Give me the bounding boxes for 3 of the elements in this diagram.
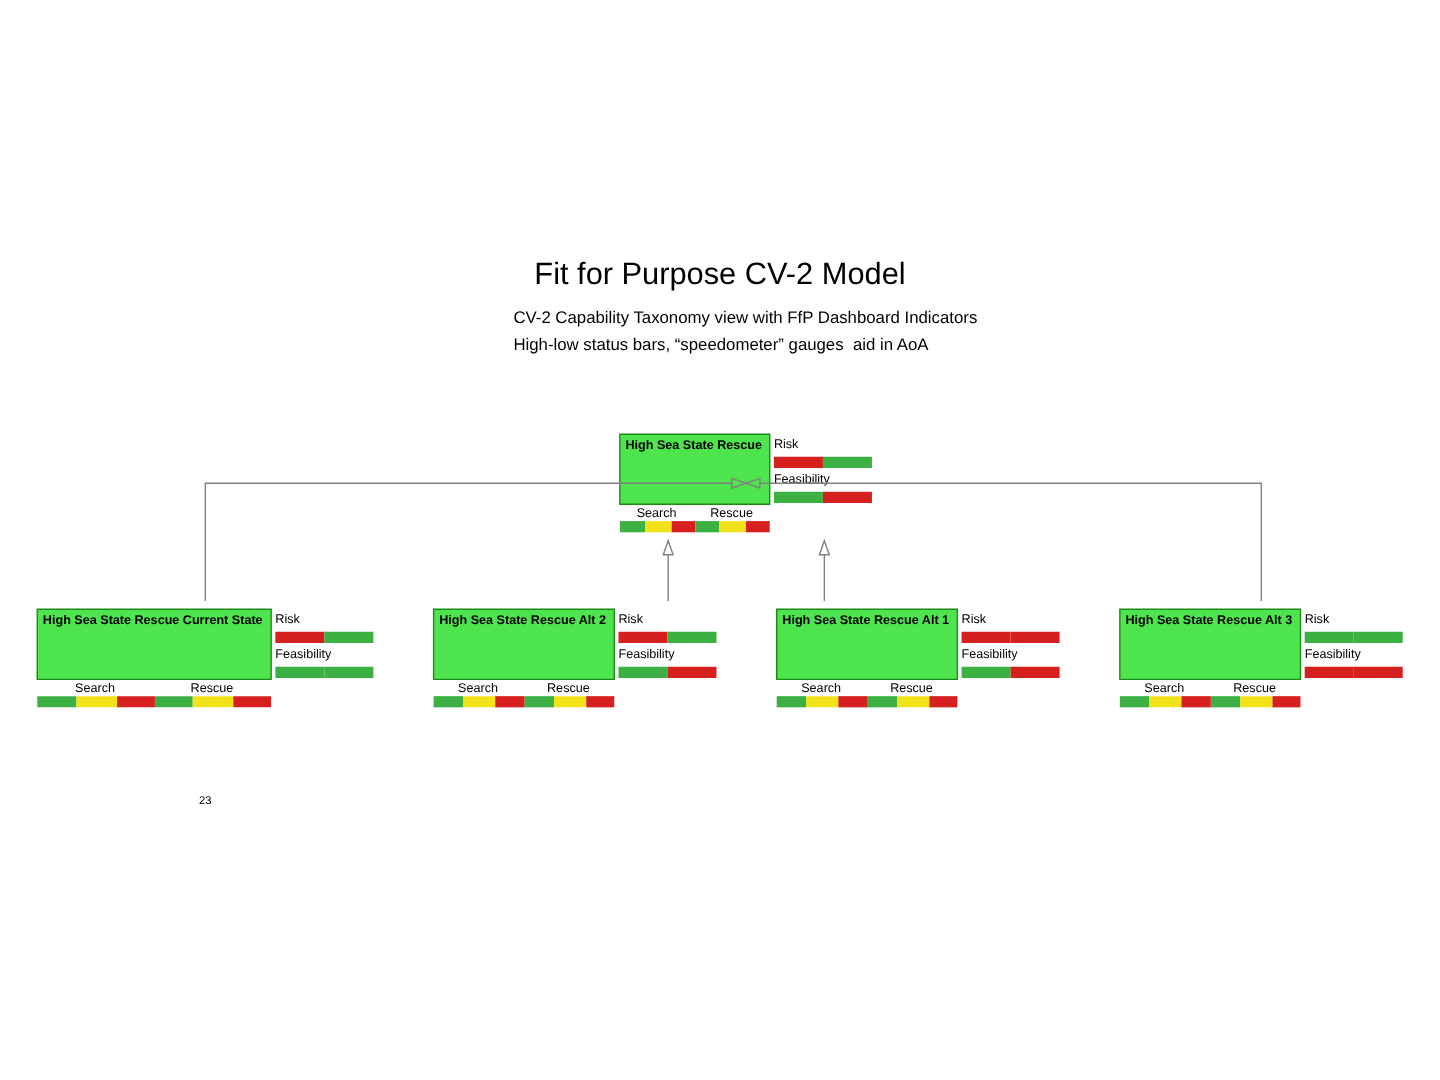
label: High-low status bars, “speedometer” gauges aid in AoA <box>513 333 929 354</box>
label: CV-2 Capability Taxonomy view with FfP Dashboard Indicators <box>513 307 978 328</box>
diagram-title: Fit for Purpose CV-2 Model <box>534 257 906 292</box>
